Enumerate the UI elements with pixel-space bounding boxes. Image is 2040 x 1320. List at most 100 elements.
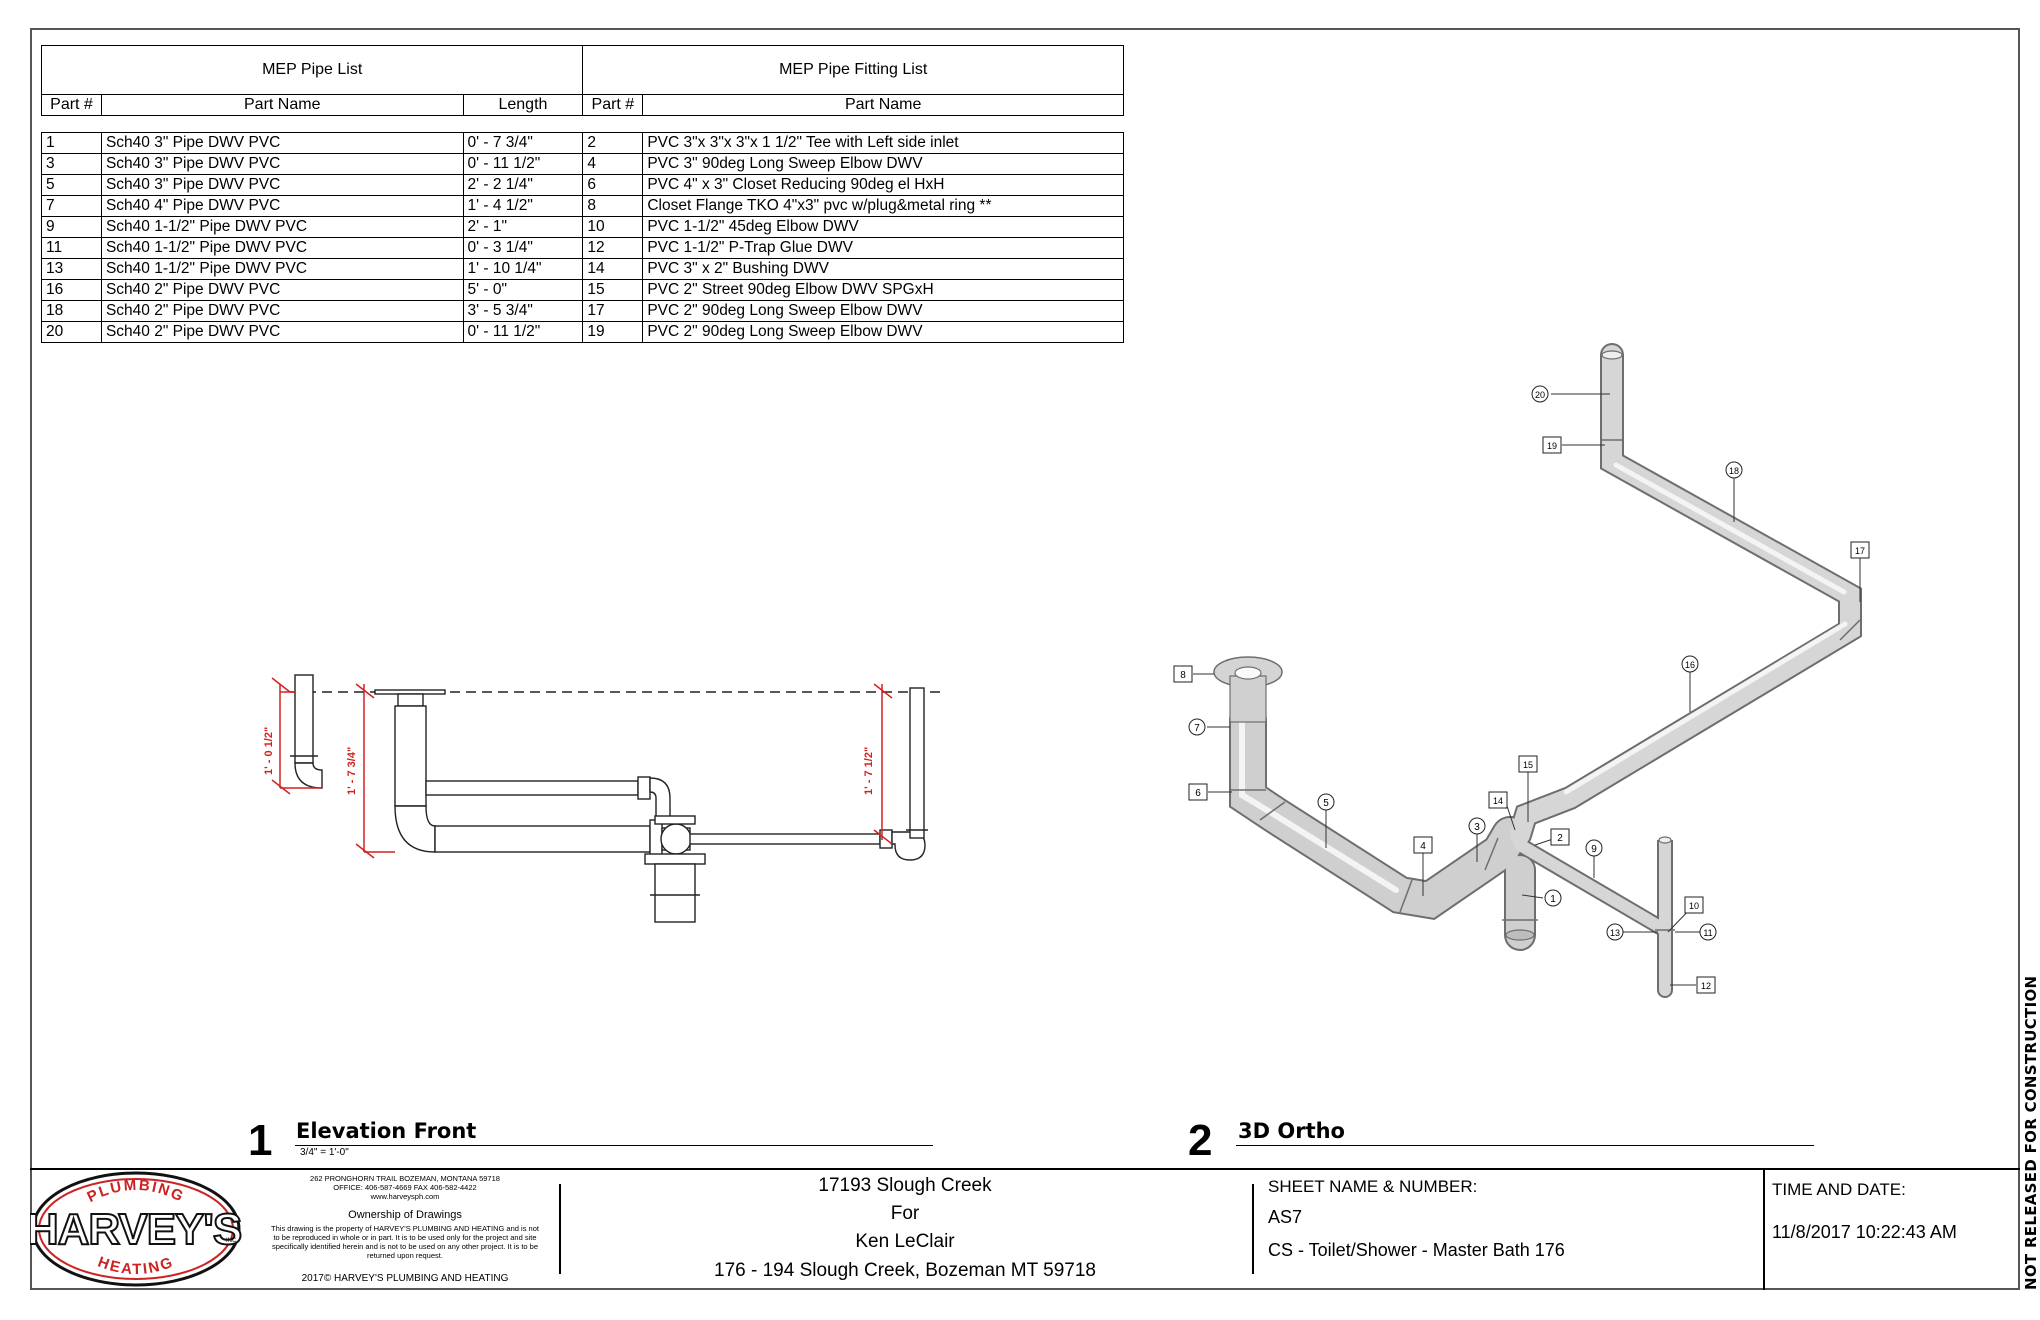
part-number-cell: 11: [41, 237, 102, 259]
pipe-highlight: [1563, 621, 1848, 795]
company-address: 262 PRONGHORN TRAIL BOZEMAN, MONTANA 597…: [310, 1174, 500, 1183]
project-for-label: For: [890, 1203, 920, 1224]
pipe-1-5in-branch: [1514, 839, 1671, 996]
view-title-rule-2: [1236, 1145, 1814, 1146]
fitting-part-number-cell: 12: [582, 237, 644, 259]
left-vent-pipe: [294, 674, 314, 764]
part-tag-marker-7: [1188, 718, 1206, 736]
pipe-2in-vent: [1510, 345, 1860, 845]
fitting-part-number-cell: 15: [582, 279, 644, 301]
tee-bottom-hub: [644, 853, 706, 865]
view-number-2: 2: [1188, 1116, 1213, 1165]
fitting-part-number-cell: 10: [582, 216, 644, 238]
copyright: 2017© HARVEY'S PLUMBING AND HEATING: [301, 1273, 509, 1284]
part-number-cell: 13: [41, 258, 102, 280]
fitting-part-number-cell: 4: [582, 153, 644, 175]
pipe-highlight: [1613, 462, 1847, 595]
part-name-cell: Sch40 4" Pipe DWV PVC: [100, 195, 464, 217]
part-tag-label-10: 10: [1689, 901, 1699, 911]
part-name-cell: Sch40 1-1/2" Pipe DWV PVC: [100, 237, 464, 259]
part-tag-marker-5: [1317, 793, 1335, 811]
sheet-label: SHEET NAME & NUMBER:: [1268, 1177, 1478, 1196]
part-tag-marker-6: [1188, 783, 1208, 801]
fitting-name-cell: PVC 3" x 2" Bushing DWV: [642, 258, 1124, 280]
part-tag-label-18: 18: [1729, 466, 1739, 476]
part-tag-label-8: 8: [1180, 670, 1186, 681]
fitting-name-cell: PVC 4" x 3" Closet Reducing 90deg el HxH: [642, 174, 1124, 196]
part-tag-label-9: 9: [1591, 844, 1597, 855]
part-tag-label-5: 5: [1323, 798, 1329, 809]
view-scale-elevation: 3/4" = 1'-0": [300, 1147, 349, 1158]
fitting-part-number-cell: 17: [582, 300, 644, 322]
part-tag-label-6: 6: [1195, 788, 1201, 799]
part-tag-marker-17: [1850, 541, 1870, 559]
length-cell: 1' - 4 1/2": [462, 195, 584, 217]
elevation-front-drawing: 1' - 0 1/2" 1' - 7 3/4" 1' - 7 1/2": [263, 674, 940, 923]
part-tag-marker-1: [1544, 889, 1562, 907]
fitting-band: [1839, 619, 1861, 641]
ownership-text: This drawing is the property of HARVEY'S…: [271, 1224, 539, 1260]
part-number-cell: 9: [41, 216, 102, 238]
part-tag-marker-14: [1488, 791, 1508, 809]
project-name: 17193 Slough Creek: [818, 1175, 992, 1196]
fitting-list-title: MEP Pipe Fitting List: [582, 45, 1124, 95]
part-tag-label-3: 3: [1474, 822, 1480, 833]
dim-label-shower: 1' - 7 1/2": [863, 747, 875, 795]
time-label: TIME AND DATE:: [1772, 1180, 1906, 1199]
part-name-cell: Sch40 3" Pipe DWV PVC: [100, 174, 464, 196]
fitting-band: [1259, 801, 1286, 821]
not-released-note: NOT RELEASED FOR CONSTRUCTION: [2022, 975, 2040, 1290]
upper-horizontal-pipe: [425, 780, 639, 796]
part-tag-marker-20: [1531, 385, 1549, 403]
part-tag-label-19: 19: [1547, 441, 1557, 451]
part-name-cell: Sch40 2" Pipe DWV PVC: [100, 321, 464, 343]
pipe-list-title: MEP Pipe List: [40, 45, 584, 95]
part-tag-label-17: 17: [1855, 546, 1865, 556]
sheet-number: AS7: [1268, 1207, 1303, 1227]
harveys-logo: PLUMBING HEATING HARVEY'S INC.: [30, 1171, 243, 1287]
shower-branch-pipe: [689, 833, 881, 845]
part-name-cell: Sch40 2" Pipe DWV PVC: [100, 300, 464, 322]
dim-tick: [873, 829, 893, 845]
header-fitting-part-no: Part #: [582, 94, 644, 116]
fitting-name-cell: PVC 2" 90deg Long Sweep Elbow DWV: [642, 321, 1124, 343]
upper-elbow-down: [649, 777, 671, 819]
part-tag-label-7: 7: [1194, 723, 1200, 734]
part-tag-marker-4: [1413, 836, 1433, 854]
length-cell: 5' - 0": [462, 279, 584, 301]
company-website: www.harveysph.com: [370, 1192, 440, 1201]
view-title-rule-1: [295, 1145, 933, 1146]
tee-outlet-pipe: [654, 863, 696, 923]
pipe-outline-vent: [1508, 343, 1862, 847]
closet-riser: [394, 705, 427, 807]
part-tag-marker-18: [1725, 461, 1743, 479]
part-number-cell: 16: [41, 279, 102, 301]
mep-part-list-table: MEP Pipe List MEP Pipe Fitting List Part…: [40, 45, 1124, 343]
branch-vent-opening: [1658, 836, 1672, 844]
part-tag-marker-2: [1550, 828, 1570, 846]
part-tag-marker-16: [1681, 655, 1699, 673]
part-name-cell: Sch40 2" Pipe DWV PVC: [100, 279, 464, 301]
dim-tick: [271, 779, 291, 795]
dim-tick: [355, 683, 375, 699]
company-phone: OFFICE: 406-587-4669 FAX 406-582-4422: [333, 1183, 477, 1192]
fitting-part-number-cell: 2: [582, 132, 644, 154]
dim-tick: [873, 683, 893, 699]
tag-leader-1: [1521, 894, 1544, 899]
ownership-title: Ownership of Drawings: [348, 1209, 462, 1221]
part-tag-marker-19: [1542, 436, 1562, 454]
fitting-part-number-cell: 19: [582, 321, 644, 343]
part-tag-marker-9: [1585, 839, 1603, 857]
fitting-name-cell: Closet Flange TKO 4"x3" pvc w/plug&metal…: [642, 195, 1124, 217]
part-tag-marker-13: [1606, 923, 1624, 941]
view-number-1: 1: [248, 1116, 273, 1165]
upper-coupling: [637, 776, 651, 800]
logo-inner-ring: [38, 1178, 234, 1280]
